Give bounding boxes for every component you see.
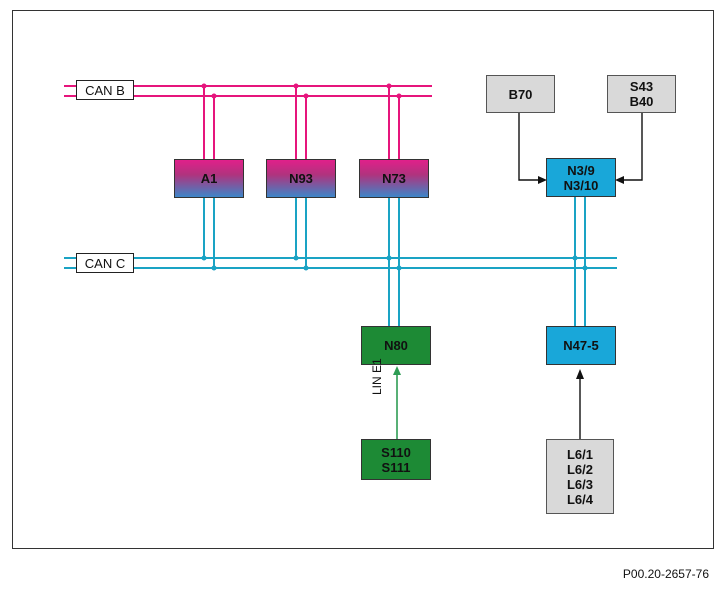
signal-arrows [518, 112, 643, 440]
module-a1: A1 [174, 159, 244, 198]
module-n47-5: N47-5 [546, 326, 616, 365]
switch-s110-s111: S110 S111 [361, 439, 431, 480]
figure-reference: P00.20-2657-76 [622, 567, 709, 581]
module-n73: N73 [359, 159, 429, 198]
can-c-label: CAN C [76, 253, 134, 273]
module-n93: N93 [266, 159, 336, 198]
can-c-wires [64, 196, 617, 327]
lin-e1-label: LIN E1 [370, 358, 384, 395]
can-c-junctions [201, 255, 588, 271]
can-b-label: CAN B [76, 80, 134, 100]
module-n3-9-n3-10: N3/9 N3/10 [546, 158, 616, 197]
sensor-b70: B70 [486, 75, 555, 113]
lin-wire [393, 366, 401, 440]
sensor-s43-b40: S43 B40 [607, 75, 676, 113]
arrow-heads [538, 176, 624, 379]
diagram-frame [12, 10, 714, 549]
can-b-junctions [201, 83, 402, 99]
sensor-l6: L6/1 L6/2 L6/3 L6/4 [546, 439, 614, 514]
module-n80: N80 [361, 326, 431, 365]
